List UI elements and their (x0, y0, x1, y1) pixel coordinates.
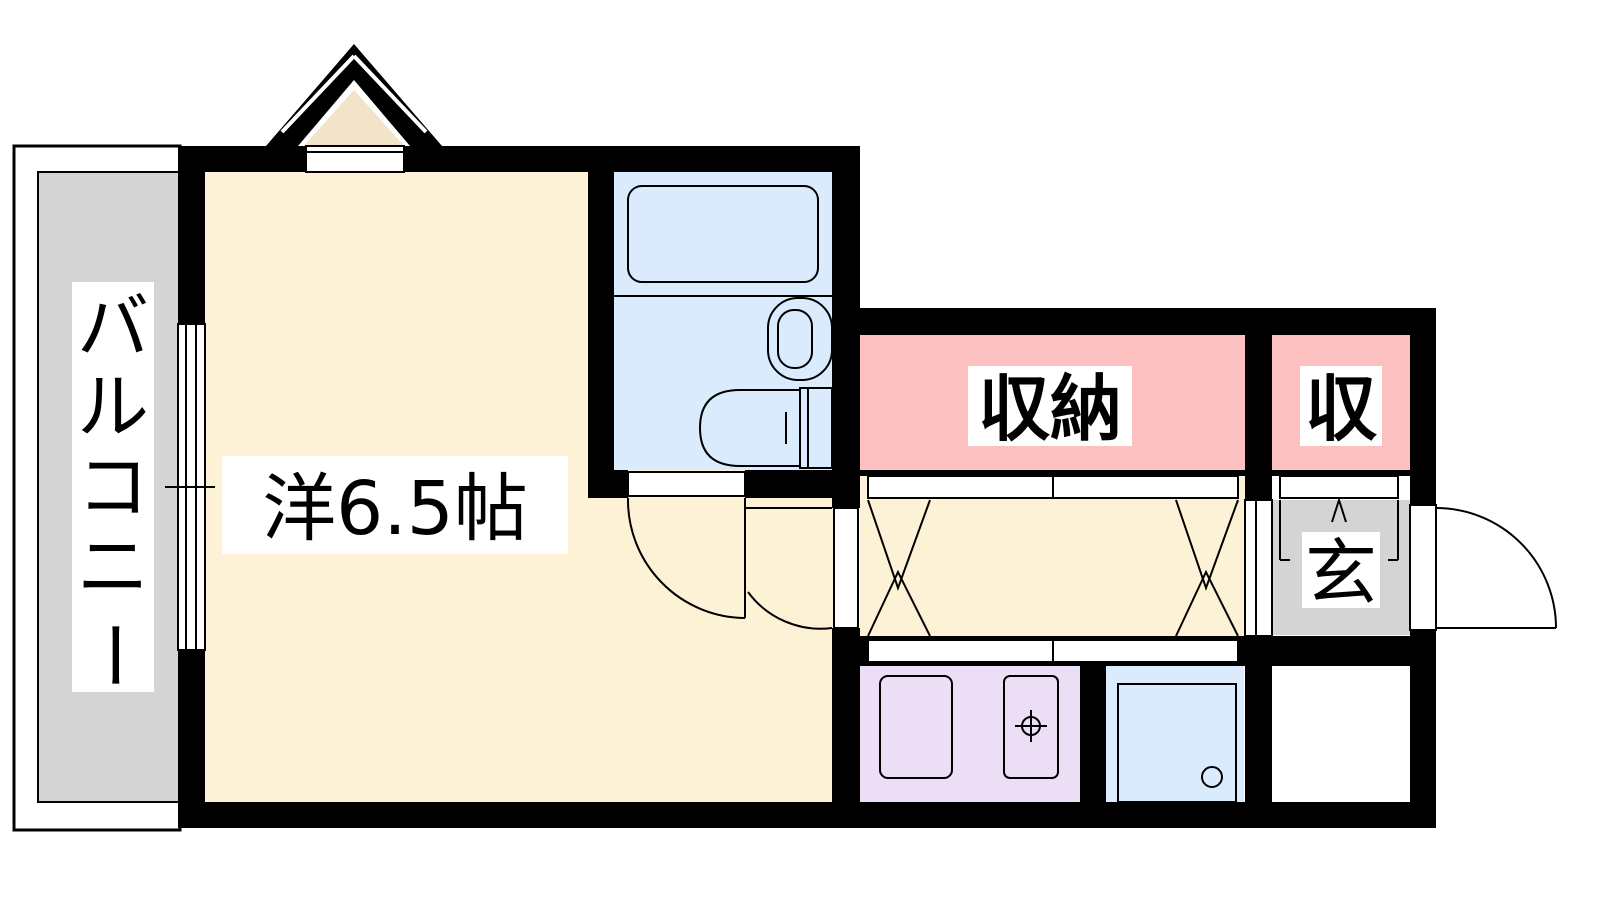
balcony-char-4: ニ (77, 525, 149, 609)
bathroom-fixtures (614, 185, 833, 469)
western-room-label: 洋6.5帖 (222, 456, 568, 554)
storage-label: 収納 (968, 366, 1132, 451)
balcony-char-1: バ (77, 285, 149, 369)
top-window (305, 145, 405, 173)
balcony-char-3: コ (77, 445, 149, 529)
entrance-label: 玄 (1302, 531, 1380, 615)
balcony-label: バ ル コ ニ ー (71, 282, 155, 692)
balcony-char-5: ー (71, 619, 155, 691)
bath-door (626, 471, 746, 619)
kitchen-floor (860, 665, 1080, 802)
kitchen-folding-doors (867, 569, 1239, 663)
balcony-char-2: ル (77, 365, 149, 449)
fridge-floor (1106, 665, 1244, 802)
bathtub (627, 185, 819, 283)
western-room-text: 洋6.5帖 (262, 466, 528, 552)
front-door (1409, 504, 1557, 631)
entrance-threshold (1244, 475, 1399, 637)
room-door (745, 507, 859, 630)
bath-floor (614, 172, 832, 470)
stove (1003, 675, 1059, 779)
storage-folding-doors (867, 475, 1239, 592)
kitchen-fixtures (879, 675, 1059, 779)
bay-window-floor (302, 90, 406, 148)
corridor-floor (860, 475, 1245, 640)
bay-window-frame (266, 44, 442, 146)
balcony-sliding-window (165, 323, 215, 651)
utility-floor (1272, 665, 1410, 802)
sink (879, 675, 953, 779)
storage-small-text: 収 (1305, 367, 1377, 451)
bay-glass-left (280, 54, 356, 134)
entrance-text: 玄 (1305, 531, 1377, 615)
storage-small-label: 収 (1300, 366, 1382, 451)
fridge-space (1117, 683, 1237, 803)
storage-text: 収納 (978, 367, 1122, 451)
toilet (698, 389, 801, 467)
washbasin (767, 297, 833, 381)
bay-glass-right (352, 54, 428, 134)
